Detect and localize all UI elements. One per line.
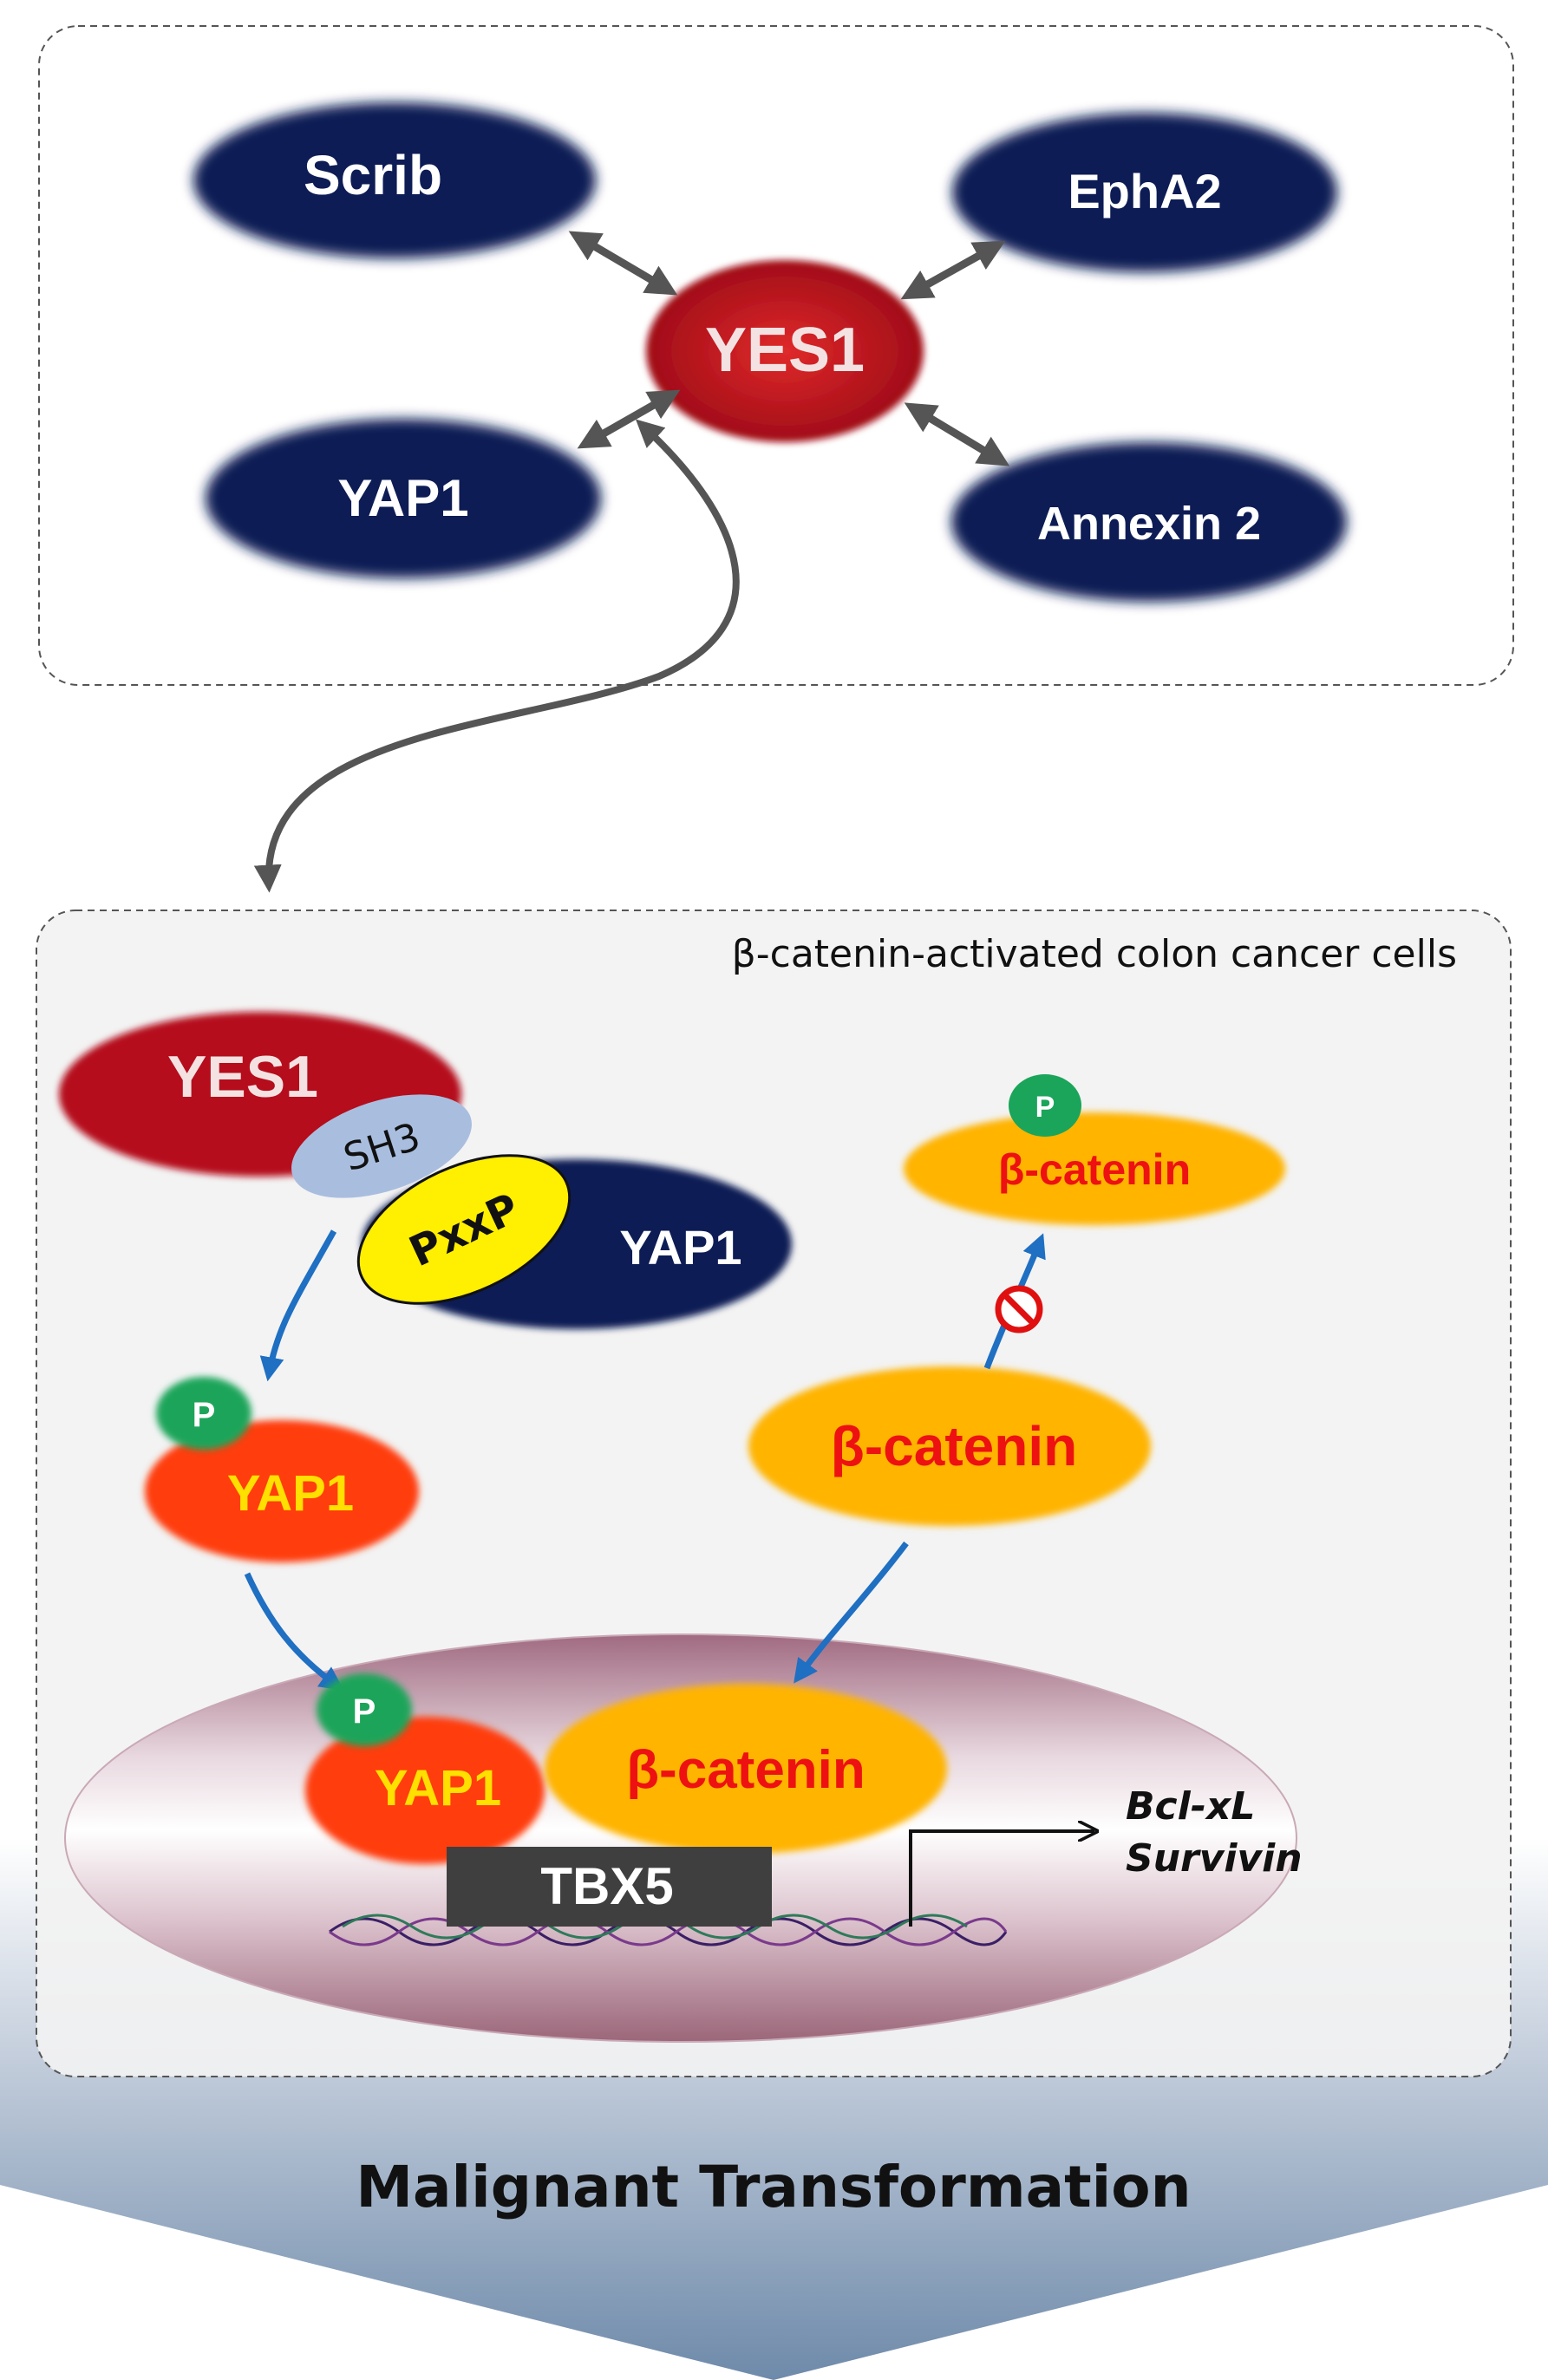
epha2-label: EphA2 xyxy=(1068,164,1221,218)
yes1-hub-node: YES1 xyxy=(646,260,924,442)
scrib-yes1-arrow xyxy=(568,231,678,296)
yes1-yap1-complex: YES1 YAP1 SH3 PxxP xyxy=(59,1012,792,1329)
yap1-nucleus-label: YAP1 xyxy=(375,1760,501,1816)
annexin2-yes1-arrow xyxy=(904,402,1010,466)
beta-catenin-mid-label: β-catenin xyxy=(831,1415,1077,1477)
target-genes: Bcl-xL Survivin xyxy=(1126,1784,1303,1881)
outcome-label: Malignant Transformation xyxy=(356,2154,1191,2220)
beta-catenin-cytoplasm: β-catenin xyxy=(748,1366,1151,1526)
beta-catenin-top-label: β-catenin xyxy=(998,1145,1191,1194)
cell-panel: β-catenin-activated colon cancer cells Y… xyxy=(36,910,1512,2077)
beta-catenin-nucleus-label: β-catenin xyxy=(626,1740,865,1800)
yap1-complex-label: YAP1 xyxy=(619,1220,741,1275)
scrib-node: Scrib xyxy=(193,102,596,258)
transcription-arrow xyxy=(909,1831,1094,1927)
tbx5-label: TBX5 xyxy=(540,1857,673,1915)
yes1-hub-label: YES1 xyxy=(705,316,865,385)
phospho-yap1-cytoplasm: YAP1 P xyxy=(145,1377,419,1562)
phospho-badge-2 xyxy=(1009,1074,1081,1137)
epha2-node: EphA2 xyxy=(952,113,1337,272)
target-gene-1: Bcl-xL xyxy=(1126,1784,1255,1829)
phospho-badge-2-label: P xyxy=(1035,1091,1055,1124)
phospho-badge-1 xyxy=(156,1377,251,1450)
pxxp-motif xyxy=(356,1154,572,1305)
phospho-badge-3-label: P xyxy=(353,1692,376,1731)
annexin2-node: Annexin 2 xyxy=(951,442,1347,602)
epha2-yes1-arrow xyxy=(900,240,1006,300)
phospho-badge-3 xyxy=(317,1673,412,1746)
yap1-node-top: YAP1 xyxy=(206,419,601,578)
phospho-beta-catenin: β-catenin P xyxy=(904,1074,1285,1225)
beta-catenin-to-nucleus-arrow xyxy=(794,1541,909,1684)
phospho-badge-1-label: P xyxy=(193,1396,216,1434)
yes1-complex-label: YES1 xyxy=(167,1044,318,1110)
panel-connector-arrow xyxy=(253,419,740,893)
cell-panel-caption: β-catenin-activated colon cancer cells xyxy=(732,932,1457,976)
inhibition-icon xyxy=(995,1285,1043,1333)
complex-to-phospho-arrow xyxy=(259,1229,337,1382)
tbx5-box: TBX5 xyxy=(447,1847,772,1927)
yap1-phospho-label: YAP1 xyxy=(227,1465,354,1522)
phospho-yap1-to-nucleus-arrow xyxy=(244,1572,344,1691)
nuclear-complex: YAP1 β-catenin P xyxy=(305,1673,947,1864)
sh3-domain xyxy=(291,1094,472,1198)
yap1-top-label: YAP1 xyxy=(337,469,468,527)
target-gene-2: Survivin xyxy=(1126,1836,1303,1881)
scrib-label: Scrib xyxy=(304,144,442,206)
interaction-panel: Scrib EphA2 YAP1 Annexin 2 YES1 xyxy=(38,25,1514,686)
annexin2-label: Annexin 2 xyxy=(1037,498,1261,550)
